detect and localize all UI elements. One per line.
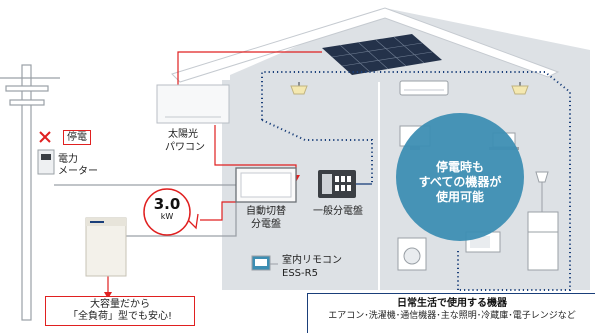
circle-line3: 使用可能 (435, 190, 484, 204)
all-devices-circle (396, 113, 524, 241)
capacity-bubble (143, 188, 199, 236)
capacity-value: 3.0 kW (147, 196, 187, 221)
all-devices-text: 停電時も すべての機器が 使用可能 (395, 160, 525, 205)
capacity-line1: 大容量だから (90, 299, 150, 310)
auto-switch-label-line1: 自動切替 (246, 206, 286, 217)
outage-label: 停電 (63, 130, 91, 145)
circle-line2: すべての機器が (418, 175, 502, 189)
capacity-unit: kW (160, 212, 174, 221)
solar-panel-icon (322, 34, 442, 75)
general-panel-label: 一般分電盤 (313, 206, 363, 217)
capacity-number: 3.0 (153, 195, 181, 213)
battery-unit-icon (85, 217, 127, 277)
remote-label-line2: ESS-R5 (282, 268, 318, 279)
capacity-callout: 大容量だから 「全負荷」型でも安心! (45, 296, 195, 326)
pv-power-conditioner-icon (156, 84, 230, 124)
meter-label-line2: メーター (58, 166, 98, 177)
washing-machine-icon (397, 237, 427, 271)
auto-switch-label-line2: 分電盤 (251, 219, 281, 230)
x-mark-icon (39, 131, 51, 143)
remote-label-line1: 室内リモコン (282, 255, 342, 266)
electric-meter-icon (37, 149, 55, 175)
general-panel-icon (318, 170, 356, 198)
auto-switch-panel-icon (235, 167, 297, 203)
pv-label-line1: 太陽光 (168, 129, 198, 140)
circle-line1: 停電時も (435, 160, 484, 174)
daily-items: エアコン･洗濯機･通信機器･主な照明･冷蔵庫･電子レンジなど (328, 311, 576, 321)
utility-pole-icon (0, 64, 60, 321)
ceiling-light-icon-2 (511, 82, 529, 95)
whole-house-outline (261, 71, 571, 291)
daily-title: 日常生活で使用する機器 (397, 298, 507, 309)
remote-controller-icon (251, 255, 271, 271)
meter-label-line1: 電力 (58, 154, 78, 165)
capacity-line2: 「全負荷」型でも安心! (67, 311, 172, 322)
refrigerator-icon (527, 211, 559, 271)
gray-wires (54, 184, 237, 262)
ceiling-light-icon (290, 82, 308, 95)
daily-devices-box: 日常生活で使用する機器 エアコン･洗濯機･通信機器･主な照明･冷蔵庫･電子レンジ… (307, 293, 595, 333)
air-conditioner-icon (399, 80, 449, 96)
pv-label-line2: パワコン (165, 142, 205, 153)
